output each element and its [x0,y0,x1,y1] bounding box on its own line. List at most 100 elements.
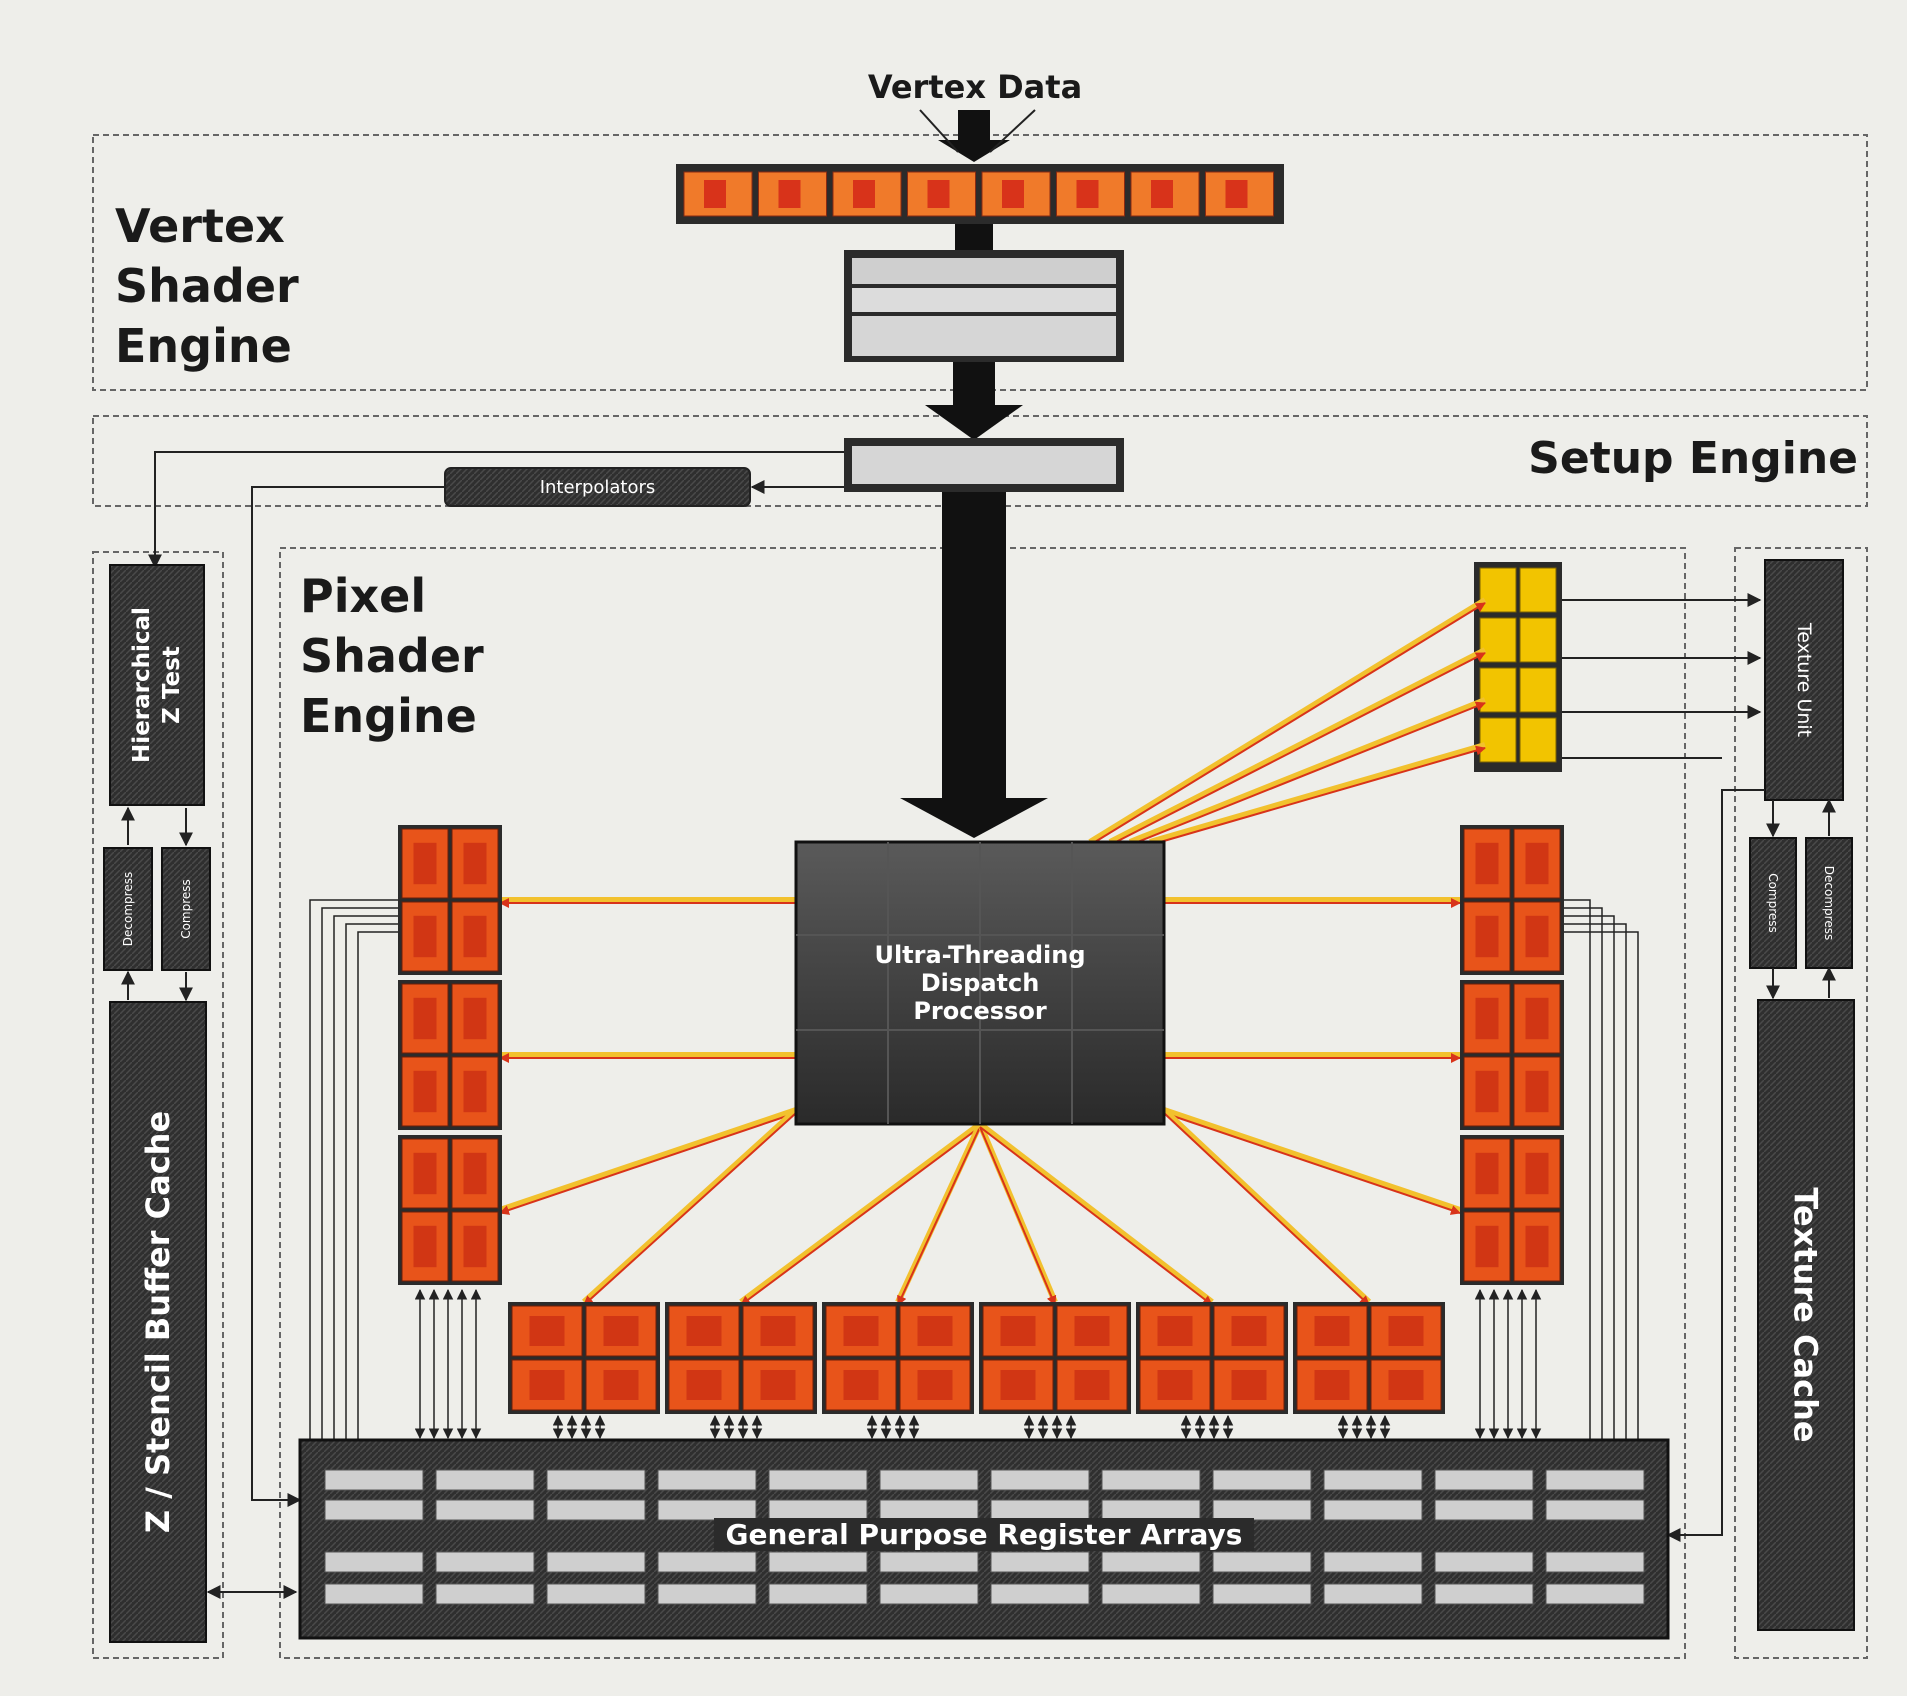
register-cell [435,1583,535,1605]
register-cell [768,1551,868,1573]
left-memory-section [92,551,224,1659]
vertex-data-label: Vertex Data [867,68,1083,106]
register-cell [1323,1551,1423,1573]
texture-core [1479,667,1517,713]
register-cell [879,1469,979,1491]
shader-core [1213,1305,1285,1357]
register-cell [546,1469,646,1491]
flow-arrow-2 [953,362,995,412]
vertex-input-arrow-shaft [958,110,990,145]
register-cell [435,1499,535,1521]
shader-quad [1136,1302,1288,1414]
z-compress-label: Compress [179,879,193,939]
register-cell [1545,1499,1645,1521]
register-cell [879,1583,979,1605]
register-cell [1101,1583,1201,1605]
register-cell [1434,1551,1534,1573]
shader-quad [398,980,502,1130]
vertex-shader-unit [1056,171,1125,217]
flow-arrow-3-head [900,798,1048,838]
register-cell [1545,1583,1645,1605]
texture-processor-array [1474,562,1562,772]
register-cell [546,1551,646,1573]
register-cell [546,1583,646,1605]
vertex-shader-units [676,164,1284,224]
shader-core [899,1305,971,1357]
register-cell [1323,1469,1423,1491]
interpolators-label: Interpolators [539,476,656,498]
register-cell [879,1551,979,1573]
texture-core [1519,667,1557,713]
dispatch-arrow [581,1107,799,1305]
register-cell [1323,1583,1423,1605]
register-cell [435,1551,535,1573]
texture-dispatch-arrow [1088,597,1487,845]
register-cell [1434,1583,1534,1605]
register-cell [1545,1469,1645,1491]
dispatch-arrow [977,1122,1058,1304]
dispatch-arrow [1161,1107,1372,1305]
shader-quad [398,825,502,975]
shader-quad [1460,980,1564,1130]
dispatch-arrow [978,1121,1214,1305]
hierarchical-z-label: Hierarchical Z Test [129,607,185,763]
shader-quad [508,1302,660,1414]
register-cell [1323,1499,1423,1521]
register-cell [324,1551,424,1573]
dispatch-processor-label: Ultra-Threading Dispatch Processor [874,941,1086,1025]
register-cell [1212,1551,1312,1573]
dispatch-arrow [739,1121,982,1305]
register-cell [1545,1551,1645,1573]
tex-decompress-block [1805,837,1853,969]
shader-quad [979,1302,1131,1414]
register-cell [990,1583,1090,1605]
z-decompress-label: Decompress [121,871,135,947]
texture-core [1519,617,1557,663]
vertex-engine-block [844,250,1124,362]
pixel-shader-engine-title: Pixel Shader Engine [300,569,484,743]
flow-arrow-2-head [925,405,1023,440]
register-cell [1212,1499,1312,1521]
register-cell [1434,1499,1534,1521]
vertex-shader-unit [832,171,902,217]
flow-arrow-3 [942,492,1006,802]
register-cell [1434,1469,1534,1491]
dispatch-arrow [895,1122,983,1304]
register-cell [657,1583,757,1605]
texture-core [1479,617,1517,663]
register-cell [657,1469,757,1491]
register-arrays-label: General Purpose Register Arrays [300,1512,1668,1556]
shader-quad [1293,1302,1445,1414]
vertex-input-arrow-head [938,140,1010,162]
register-cell [546,1499,646,1521]
shader-quad [665,1302,817,1414]
register-cell [657,1499,757,1521]
vertex-shader-unit [683,171,753,217]
shader-quad [1460,1135,1564,1285]
register-cell [324,1499,424,1521]
shader-quad [1460,825,1564,975]
register-cell [990,1551,1090,1573]
texture-core [1479,717,1517,763]
flow-arrow-1 [955,224,993,250]
texture-core [1519,567,1557,613]
setup-block [844,438,1124,492]
shader-quad [398,1135,502,1285]
register-cell [768,1583,868,1605]
texture-core [1479,567,1517,613]
texture-cache-label: Texture Cache [1787,1187,1825,1443]
vertex-shader-unit [758,171,827,217]
shader-core [1513,901,1561,972]
register-cell [324,1469,424,1491]
dispatch-arrow [1163,1107,1461,1213]
texture-dispatch-arrow [1108,647,1487,845]
z-stencil-cache-block [109,1001,207,1643]
register-cell [657,1551,757,1573]
vertex-shader-unit [907,171,976,217]
tex-compress-label: Compress [1766,873,1780,933]
register-cell [990,1469,1090,1491]
texture-dispatch-arrow [1128,697,1487,845]
dispatch-arrow [499,1107,797,1213]
